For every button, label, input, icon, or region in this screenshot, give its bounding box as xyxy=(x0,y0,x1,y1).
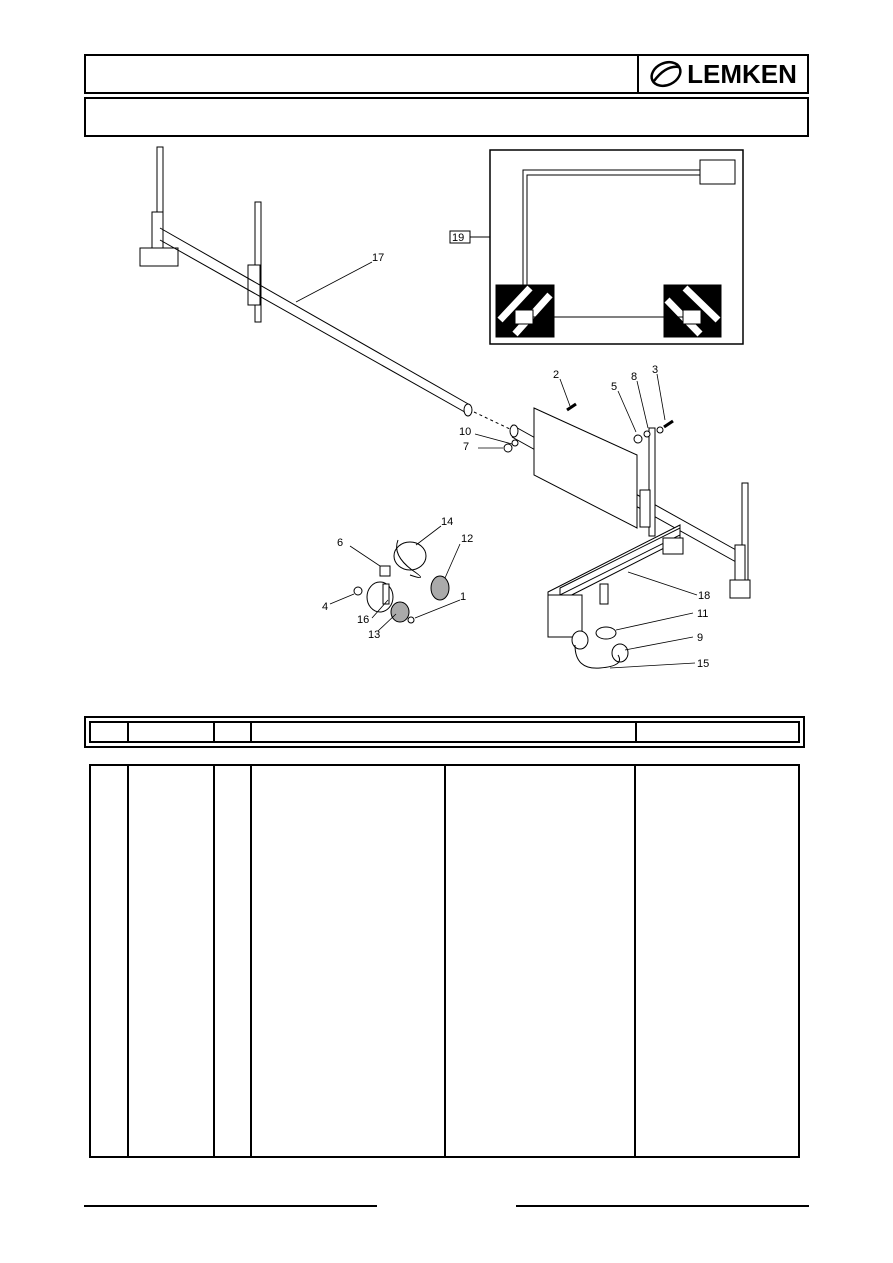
callout-3: 3 xyxy=(652,364,658,376)
parts-table-body xyxy=(89,764,800,1158)
callout-7: 7 xyxy=(463,441,469,453)
callout-9: 9 xyxy=(697,632,703,644)
callout-14: 14 xyxy=(441,516,453,528)
callout-11: 11 xyxy=(697,608,708,620)
callout-18: 18 xyxy=(698,590,710,602)
footer-rule-left xyxy=(84,1205,377,1207)
wiring-inset xyxy=(449,149,744,345)
col-divider xyxy=(127,723,129,741)
callout-4: 4 xyxy=(322,601,328,613)
callout-1: 1 xyxy=(460,591,466,603)
col-divider xyxy=(250,723,252,741)
callout-13: 13 xyxy=(368,629,380,641)
callout-12: 12 xyxy=(461,533,473,545)
brand-name: LEMKEN xyxy=(687,58,797,89)
header-subtitle-box xyxy=(84,97,809,137)
col-divider xyxy=(213,723,215,741)
callout-8: 8 xyxy=(631,371,637,383)
parts-table-header xyxy=(84,716,805,748)
callout-6: 6 xyxy=(337,537,343,549)
lemken-leaf-icon xyxy=(650,60,682,88)
callout-15: 15 xyxy=(697,658,709,670)
callout-2: 2 xyxy=(553,369,559,381)
footer-rule-right xyxy=(516,1205,809,1207)
col-divider xyxy=(635,723,637,741)
brand-logo: LEMKEN xyxy=(637,56,807,92)
callout-16: 16 xyxy=(357,614,369,626)
callout-5: 5 xyxy=(611,381,617,393)
callout-17: 17 xyxy=(372,252,384,264)
header-title-box: LEMKEN xyxy=(84,54,809,94)
exploded-parts-diagram: 17 2 5 8 3 10 7 14 12 6 4 1 16 13 18 11 … xyxy=(139,146,751,670)
callout-10: 10 xyxy=(459,426,471,438)
callout-19: 19 xyxy=(452,232,464,244)
